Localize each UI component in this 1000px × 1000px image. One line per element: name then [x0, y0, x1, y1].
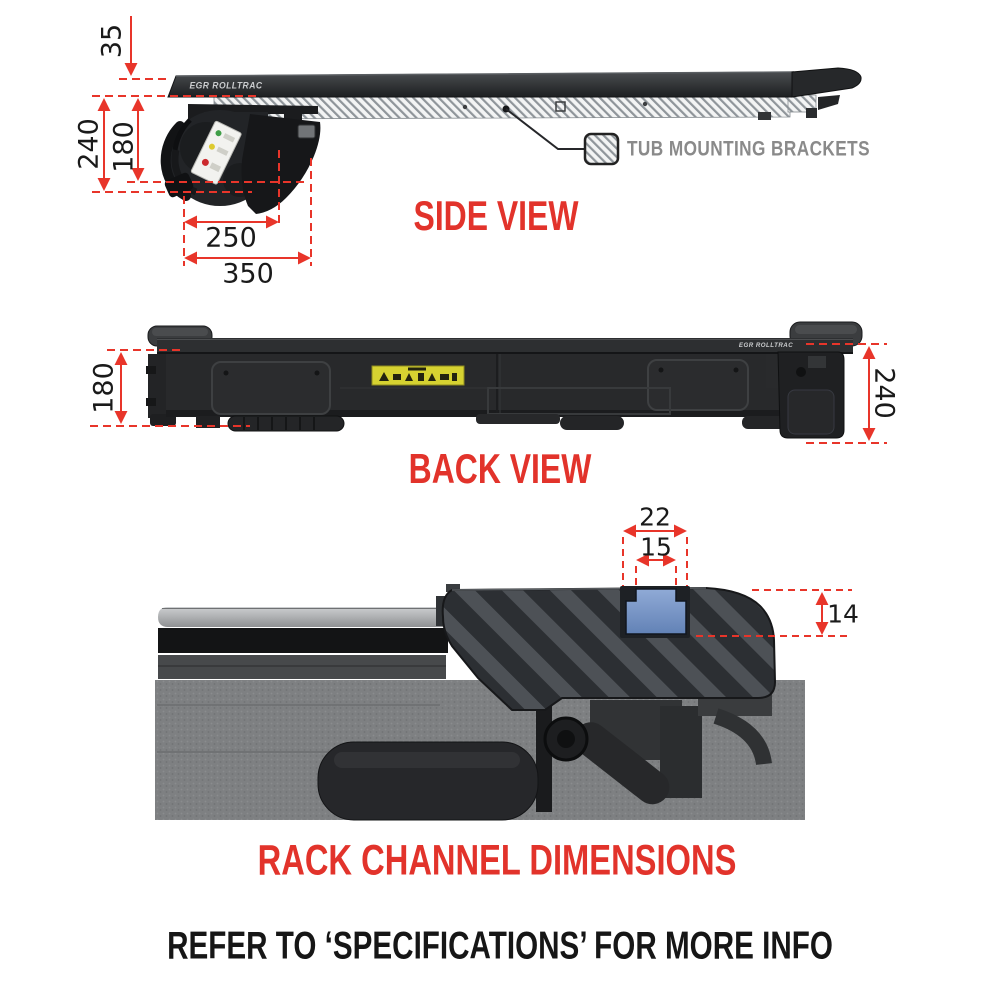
motor-spec-label: [190, 120, 242, 185]
side-view-dimension-lines: [92, 16, 312, 266]
back-view-title: BACK VIEW: [408, 445, 592, 492]
side-motor-housing: [160, 104, 321, 214]
back-view-dimension-lines: [90, 343, 887, 444]
tonneau-slat-stack: [158, 607, 448, 679]
dim-22: 22: [639, 502, 671, 532]
dim-15: 15: [640, 532, 672, 562]
back-view-drawing: [90, 321, 887, 444]
dim-180-back: 180: [88, 362, 120, 414]
brand-logo-side: EGR ROLLTRAC: [189, 80, 263, 91]
hatch-swatch-icon: [583, 132, 620, 166]
back-rail-assembly: [146, 321, 863, 439]
dim-250: 250: [205, 222, 257, 254]
footer-note: REFER TO ‘SPECIFICATIONS’ FOR MORE INFO: [167, 924, 833, 968]
rack-channel-dimension-lines: [622, 524, 852, 637]
back-right-housing: [766, 351, 845, 439]
dim-180-side: 180: [108, 121, 140, 173]
dim-240-side: 240: [73, 118, 105, 170]
tub-brackets-callout: [502, 105, 620, 166]
dim-350: 350: [222, 258, 274, 290]
rack-channel-title: RACK CHANNEL DIMENSIONS: [257, 836, 737, 885]
dim-240-back: 240: [868, 367, 900, 419]
rack-rail-cross-section: [436, 584, 777, 711]
t-slot-channel: [625, 588, 687, 635]
side-rail: [167, 67, 862, 112]
side-view-drawing: [92, 16, 862, 266]
warning-label: [371, 365, 465, 386]
rack-channel-drawing: [155, 524, 852, 821]
shaft-connector: [297, 124, 316, 139]
brand-logo-back: EGR ROLLTRAC: [738, 341, 794, 349]
dim-14: 14: [827, 599, 859, 629]
under-rail-mechanism: [317, 688, 772, 821]
dim-35: 35: [96, 23, 128, 59]
side-view-title: SIDE VIEW: [413, 192, 579, 239]
tub-brackets-label: TUB MOUNTING BRACKETS: [627, 137, 870, 161]
